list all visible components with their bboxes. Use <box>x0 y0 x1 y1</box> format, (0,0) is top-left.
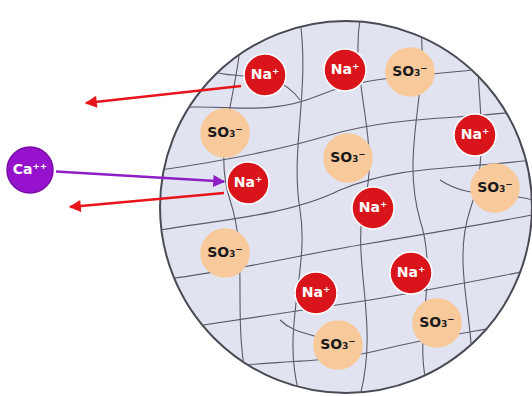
calcium-ion: Ca⁺⁺ <box>6 146 54 194</box>
ion-label: Na⁺ <box>251 67 280 82</box>
exchange-arrow <box>56 172 224 182</box>
ion-label: Na⁺ <box>359 200 388 215</box>
sulfonate-group: SO₃⁻ <box>323 133 373 183</box>
sulfonate-group: SO₃⁻ <box>412 298 462 348</box>
sulfonate-group: SO₃⁻ <box>470 163 520 213</box>
ion-label: Na⁺ <box>397 265 426 280</box>
ion-label: SO₃⁻ <box>207 245 243 260</box>
ion-circle-shape <box>7 147 53 193</box>
sulfonate-group: SO₃⁻ <box>200 228 250 278</box>
ion-circle-shape <box>244 54 286 96</box>
ion-label: SO₃⁻ <box>207 125 243 140</box>
sodium-ion: Na⁺ <box>226 161 270 205</box>
ion-label: SO₃⁻ <box>477 180 513 195</box>
ion-label: SO₃⁻ <box>330 150 366 165</box>
ion-circle-shape <box>454 114 496 156</box>
released-ion-arrow <box>86 86 241 103</box>
ion-circle-shape <box>390 252 432 294</box>
ion-label: Na⁺ <box>234 175 263 190</box>
ion-circle-shape <box>314 321 362 369</box>
ion-label: SO₃⁻ <box>419 315 455 330</box>
ion-label: Na⁺ <box>461 127 490 142</box>
ion-circle-shape <box>413 299 461 347</box>
ion-circle-shape <box>352 187 394 229</box>
sodium-ion: Na⁺ <box>243 53 287 97</box>
sodium-ion: Na⁺ <box>323 48 367 92</box>
sodium-ion: Na⁺ <box>351 186 395 230</box>
sulfonate-group: SO₃⁻ <box>313 320 363 370</box>
ion-label: SO₃⁻ <box>392 64 428 79</box>
sodium-ion: Na⁺ <box>453 113 497 157</box>
ion-circle-shape <box>227 162 269 204</box>
ion-label: Na⁺ <box>302 285 331 300</box>
sulfonate-group: SO₃⁻ <box>385 47 435 97</box>
ion-circle-shape <box>201 109 249 157</box>
ion-label: Ca⁺⁺ <box>13 162 48 177</box>
polymer-network <box>160 20 532 396</box>
sulfonate-group: SO₃⁻ <box>200 108 250 158</box>
resin-bead <box>160 21 532 393</box>
released-ion-arrow <box>70 193 224 207</box>
ion-circle-shape <box>324 134 372 182</box>
sodium-ion: Na⁺ <box>294 271 338 315</box>
ion-circle-shape <box>295 272 337 314</box>
sodium-ion: Na⁺ <box>389 251 433 295</box>
ion-circle-shape <box>386 48 434 96</box>
ion-label: Na⁺ <box>331 62 360 77</box>
ion-label: SO₃⁻ <box>320 337 356 352</box>
ion-circle-shape <box>471 164 519 212</box>
ion-circle-shape <box>201 229 249 277</box>
ion-circle-shape <box>324 49 366 91</box>
